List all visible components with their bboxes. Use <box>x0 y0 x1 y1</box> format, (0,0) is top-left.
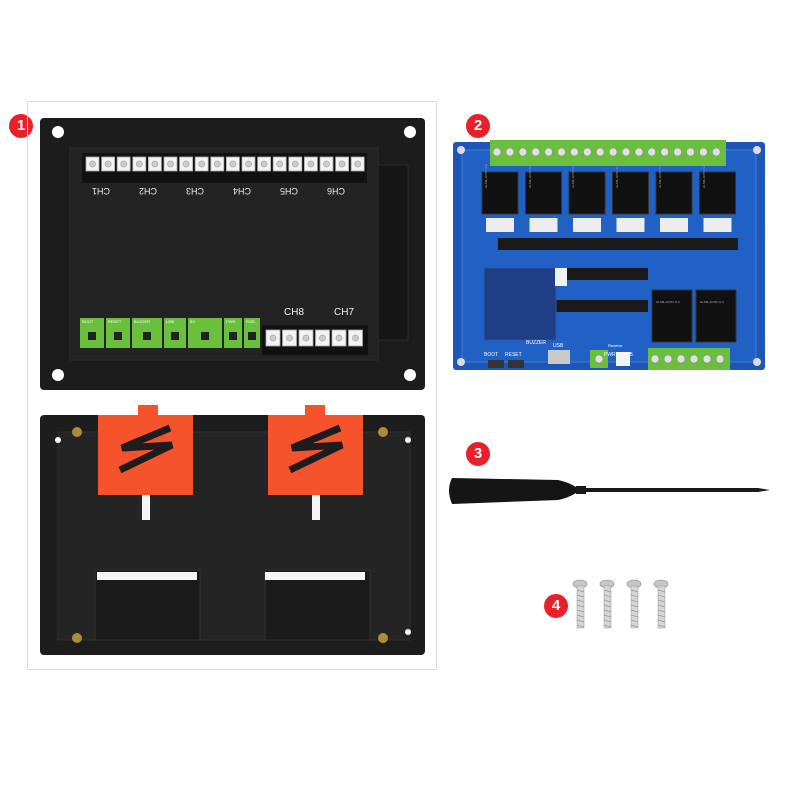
screw-terminal-icon <box>699 147 708 157</box>
board-label-reset: RESET <box>505 352 522 358</box>
button-label: PWR <box>226 319 236 324</box>
screw-terminal-icon <box>492 147 502 157</box>
relay-icon <box>695 289 737 343</box>
screw-terminal-icon <box>673 147 682 157</box>
board-hole-icon <box>753 146 761 154</box>
board-hole-icon <box>457 146 465 154</box>
brass-screw-icon <box>72 633 82 643</box>
relay-icon <box>699 171 736 215</box>
board-hole-icon <box>457 358 465 366</box>
mount-hole-icon <box>52 369 64 381</box>
relay-marking: HLS8L-DC5V-S-C <box>571 163 575 188</box>
relay-icon <box>568 171 606 215</box>
screw-terminal-icon <box>676 354 686 364</box>
screw-terminal-icon <box>544 147 553 157</box>
board-label-receive: Receive <box>608 343 623 348</box>
relay-marking: HLS8L-DC5V-S-C <box>484 163 488 188</box>
screw-terminal-icon <box>686 147 695 157</box>
enclosure-base <box>40 405 425 655</box>
board-hole-icon <box>753 358 761 366</box>
mount-hole-icon <box>52 126 64 138</box>
button-label: BUZZER <box>134 319 150 324</box>
screw-terminal-icon <box>595 147 605 157</box>
screw-terminal-icon <box>582 147 592 157</box>
mount-hole-icon <box>404 369 416 381</box>
relay-icon <box>651 289 693 343</box>
screw-terminal-icon <box>711 147 721 157</box>
screw-terminal-icon <box>557 147 566 157</box>
board-label-boot: BOOT <box>484 352 499 358</box>
relay-marking: HLS8L-DC5V-S-C <box>527 163 532 188</box>
mount-hole-icon <box>404 126 416 138</box>
din-clip-left <box>98 405 193 495</box>
relay-icon <box>655 171 693 215</box>
screw-terminal-icon <box>660 147 670 157</box>
screw-terminal-icon <box>702 354 712 364</box>
board-label-usb: USB <box>553 343 564 349</box>
item-badge-3: 3 <box>466 442 490 466</box>
item-badge-2: 2 <box>466 114 490 138</box>
button-label: 5V <box>190 319 195 324</box>
relay-icon <box>481 171 519 215</box>
relay-marking: HLS8L-DC5V-S-C <box>658 163 662 188</box>
brass-screw-icon <box>72 427 82 437</box>
relay-icon <box>612 171 649 215</box>
board-label-buzzer: BUZZER <box>526 340 546 346</box>
screwdriver-icon <box>449 478 770 504</box>
screw-terminal-icon <box>634 147 644 157</box>
enclosure-top-cover <box>40 118 425 390</box>
button-label: RGB <box>246 319 255 324</box>
screw-terminal-icon <box>621 147 631 157</box>
brass-screw-icon <box>378 427 388 437</box>
screw-terminal-icon <box>594 354 604 364</box>
enclosure-frame <box>27 101 437 670</box>
relay-icon <box>525 171 562 215</box>
brass-screw-icon <box>378 633 388 643</box>
screw-terminal-icon <box>505 147 515 157</box>
screw-terminal-icon <box>518 147 528 157</box>
item-badge-4: 4 <box>544 594 568 618</box>
screw-terminal-icon <box>689 354 699 364</box>
relay-marking: HLS8L-DC5V-S-C <box>656 300 681 304</box>
button-label: RESET <box>108 319 122 324</box>
button-label: BOOT <box>82 319 94 324</box>
channel-label-bottom: CH8 <box>284 307 305 318</box>
channel-label-bottom: CH7 <box>334 307 355 318</box>
button-label: USB <box>166 319 175 324</box>
board-label-pwr: PWR <box>604 352 616 358</box>
relay-marking: HLS8L-DC5V-S-C <box>701 163 706 188</box>
item-badge-1: 1 <box>9 114 33 138</box>
board-label-rgb: RGB <box>622 352 633 358</box>
screw-terminal-icon <box>650 354 660 364</box>
din-clip-right <box>268 405 363 495</box>
screw-terminal-icon <box>663 354 673 364</box>
relay-marking: HLS8L-DC5V-S-C <box>700 300 725 304</box>
relay-marking: HLS8L-DC5V-S-C <box>614 163 619 188</box>
screw-terminal-icon <box>608 147 618 157</box>
screw-terminal-icon <box>647 147 657 157</box>
screw-terminal-icon <box>531 147 541 157</box>
screw-terminal-icon <box>570 147 579 157</box>
screws-group <box>572 579 669 629</box>
screw-terminal-icon <box>715 354 725 364</box>
